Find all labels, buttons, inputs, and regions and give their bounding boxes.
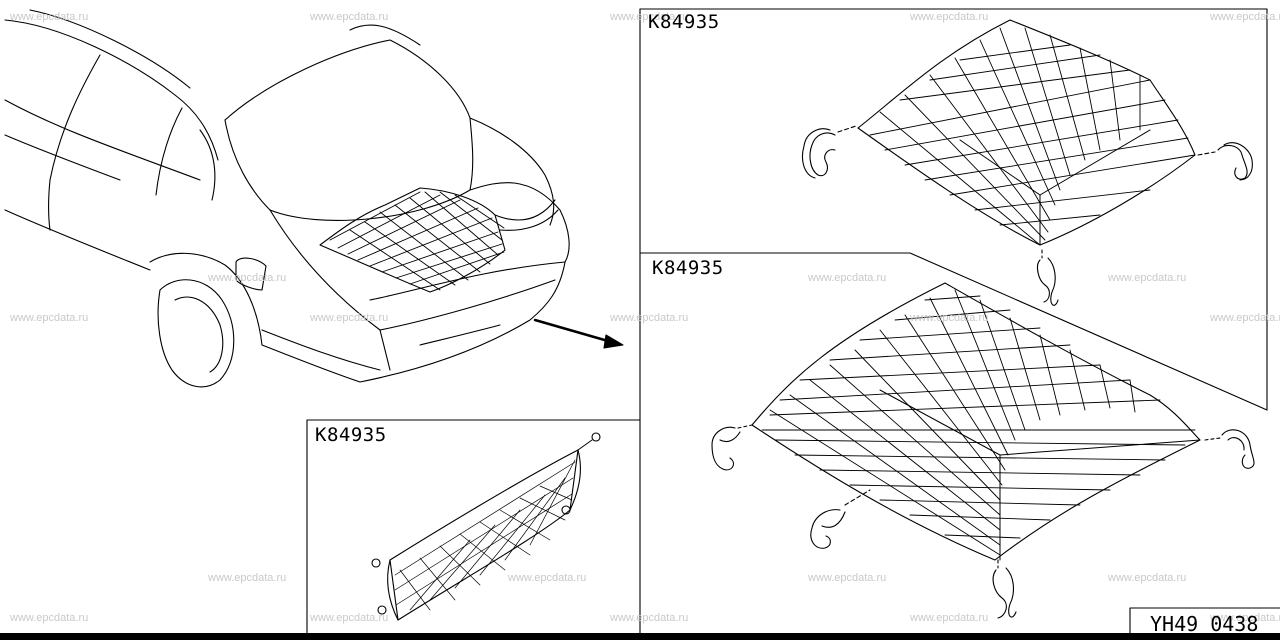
cargo-net-top [857, 19, 1196, 246]
arrow-icon [533, 318, 624, 349]
watermark: www.epcdata.ru [808, 572, 887, 584]
watermark: www.epcdata.ru [310, 11, 389, 23]
watermark: www.epcdata.ru [610, 312, 689, 324]
hook-clip-icon [801, 125, 857, 179]
panel-bottom-left-frame [306, 419, 641, 634]
watermark: www.epcdata.ru [910, 11, 989, 23]
bottom-border [0, 633, 1280, 640]
hook-clip-icon [810, 489, 871, 549]
hook-clip-icon [1204, 429, 1255, 469]
watermark: www.epcdata.ru [310, 312, 389, 324]
watermark: www.epcdata.ru [1210, 612, 1280, 624]
part-number-bottom: K84935 [315, 424, 387, 446]
watermark: www.epcdata.ru [208, 272, 287, 284]
watermark: www.epcdata.ru [1210, 11, 1280, 23]
panel-top-right-frame [639, 8, 1268, 411]
cargo-net-large [751, 282, 1201, 561]
watermark: www.epcdata.ru [610, 612, 689, 624]
panel-divider [639, 252, 1268, 411]
watermark: www.epcdata.ru [310, 612, 389, 624]
part-number-middle: K84935 [652, 257, 724, 279]
watermark: www.epcdata.ru [1210, 312, 1280, 324]
watermark: www.epcdata.ru [1108, 272, 1187, 284]
watermark: www.epcdata.ru [910, 312, 989, 324]
watermark: www.epcdata.ru [508, 572, 587, 584]
hook-clip-icon [1197, 142, 1253, 181]
watermark: www.epcdata.ru [610, 11, 689, 23]
watermark: www.epcdata.ru [1108, 572, 1187, 584]
hook-clip-icon [992, 559, 1017, 619]
cargo-net-vertical [371, 432, 601, 621]
watermark: www.epcdata.ru [10, 11, 89, 23]
watermark: www.epcdata.ru [808, 272, 887, 284]
watermark: www.epcdata.ru [910, 612, 989, 624]
watermark: www.epcdata.ru [10, 312, 89, 324]
part-number-top: K84935 [648, 11, 720, 33]
watermark: www.epcdata.ru [10, 612, 89, 624]
watermark: www.epcdata.ru [208, 572, 287, 584]
diagram-code: YH49 0438 [1150, 612, 1259, 636]
hook-clip-icon [711, 424, 753, 471]
car-rear-illustration [4, 9, 570, 388]
hook-clip-icon [1036, 249, 1059, 306]
